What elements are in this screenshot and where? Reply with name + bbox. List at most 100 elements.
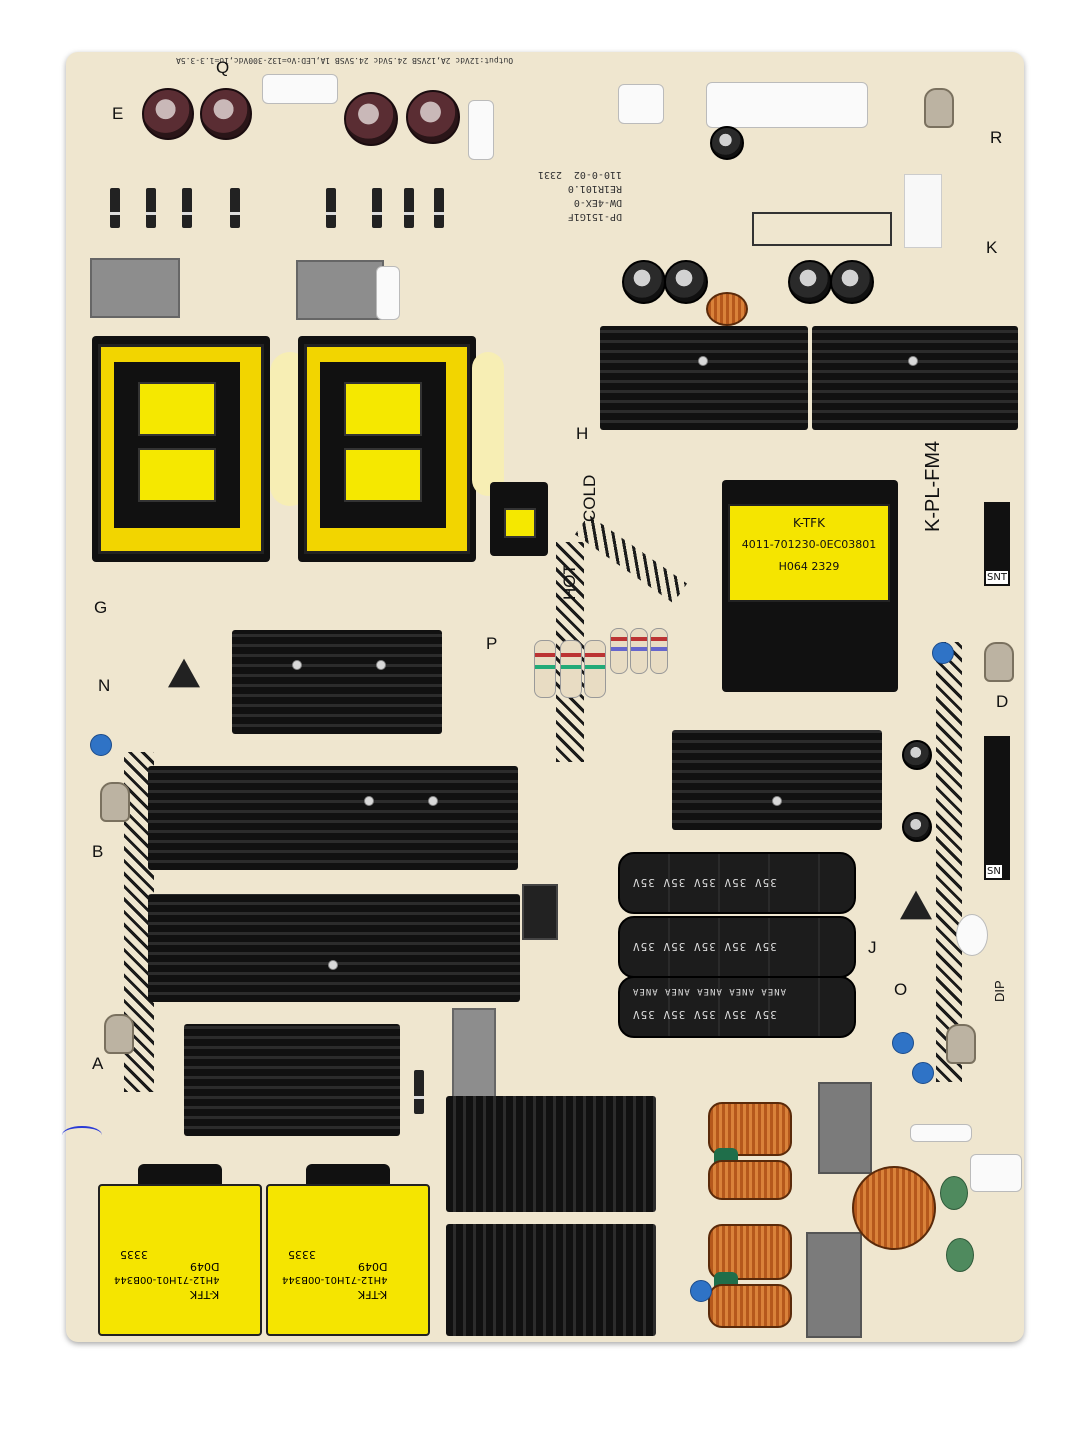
diode [146, 188, 156, 228]
insulator-foam [472, 352, 504, 496]
heatsink [446, 1224, 656, 1336]
bulk-capacitor: 35V 35V 35V 35V 35V [618, 852, 856, 914]
common-mode-choke [708, 1160, 792, 1200]
blue-capacitor [932, 642, 954, 664]
resistor [534, 640, 556, 698]
high-voltage-warning-icon [168, 658, 200, 688]
film-capacitor [90, 258, 180, 318]
resistor-band [611, 647, 627, 651]
white-standoff [468, 100, 494, 160]
transformer-winding [344, 382, 422, 436]
resistor-band [535, 665, 555, 669]
screw [292, 660, 302, 670]
main-transformer: K-TFK 4011-701230-0EC03801 H064 2329 [722, 480, 898, 692]
corner-letter-j: J [868, 938, 877, 957]
date-code-line: DP-151G1F [567, 211, 622, 222]
white-standoff [956, 914, 988, 956]
blue-capacitor [892, 1032, 914, 1054]
small-transformer-line1: 3335 [120, 1248, 148, 1261]
heatsink [148, 894, 520, 1002]
corner-letter-d: D [996, 692, 1009, 711]
fuse [910, 1124, 972, 1142]
transistor-pack [522, 884, 558, 940]
blue-capacitor [690, 1280, 712, 1302]
snt-sticker: SNT [984, 502, 1010, 586]
main-transformer-line3: H064 2329 [778, 560, 840, 573]
small-transformer-line3: 4H12-71H01-00B344 [282, 1274, 388, 1285]
bulk-capacitor-text: 35V 35V 35V 35V 35V [632, 876, 777, 889]
transformer-winding [504, 508, 536, 538]
connector-top-mid[interactable] [618, 84, 664, 124]
screw [698, 356, 708, 366]
corner-letter-h: H [576, 424, 589, 443]
resistor-band [651, 647, 667, 651]
heatsink [184, 1024, 400, 1136]
main-transformer-line2: 4011-701230-0EC03801 [741, 538, 877, 551]
corner-letter-o: O [894, 980, 908, 999]
resistor-band [631, 647, 647, 651]
y-capacitor [940, 1176, 968, 1210]
resistor [650, 628, 668, 674]
resistor-band [561, 653, 581, 657]
transformer [92, 336, 270, 562]
small-transformer-line3: 4H12-71H01-00B344 [114, 1274, 220, 1285]
transformer-winding [138, 382, 216, 436]
capacitor [622, 260, 666, 304]
date-code-line: RE1R101.0 [567, 183, 622, 194]
heatsink [600, 326, 808, 430]
date-code-line: DW-4EX-0 [573, 197, 622, 208]
isolation-hatch [936, 642, 962, 1082]
small-transformer-line4: K-TFK [358, 1288, 388, 1301]
capacitor [710, 126, 744, 160]
barcode-sticker [904, 174, 942, 248]
small-transformer [490, 482, 548, 556]
small-transformer: 3335 D049 4H12-71H01-00B344 K-TFK [98, 1164, 262, 1340]
resistor-band [585, 653, 605, 657]
resistor [610, 628, 628, 674]
small-transformer-label: 3335 D049 4H12-71H01-00B344 K-TFK [98, 1184, 262, 1336]
transformer [298, 336, 476, 562]
mounting-tab [924, 88, 954, 128]
isolation-hatch [574, 514, 688, 604]
capacitor [902, 740, 932, 770]
diode [434, 188, 444, 228]
capacitor [830, 260, 874, 304]
heatsink [232, 630, 442, 734]
small-transformer-label: 3335 D049 4H12-71H01-00B344 K-TFK [266, 1184, 430, 1336]
screw [364, 796, 374, 806]
corner-letter-q: Q [216, 58, 230, 77]
heatsink [812, 326, 1018, 430]
screw [328, 960, 338, 970]
toroid-inductor [852, 1166, 936, 1250]
x-capacitor [806, 1232, 862, 1338]
capacitor [406, 90, 460, 144]
ac-input-connector[interactable] [970, 1154, 1022, 1192]
hot-label: HOT [560, 564, 579, 600]
capacitor [902, 812, 932, 842]
cold-label: COLD [580, 474, 599, 522]
mounting-tab [946, 1024, 976, 1064]
corner-letter-p: P [486, 634, 498, 653]
heatsink [446, 1096, 656, 1212]
diode [414, 1070, 424, 1114]
resistor-band [535, 653, 555, 657]
screw [428, 796, 438, 806]
diode [110, 188, 120, 228]
connector-top-left[interactable] [262, 74, 338, 104]
small-transformer-line2: D049 [358, 1260, 388, 1273]
small-transformer-line2: D049 [190, 1260, 220, 1273]
screw [772, 796, 782, 806]
resistor-band [561, 665, 581, 669]
mounting-tab [984, 642, 1014, 682]
resistor-band [585, 665, 605, 669]
x-capacitor [818, 1082, 872, 1174]
sn-sticker: SN [984, 736, 1010, 880]
small-transformer-line4: K-TFK [190, 1288, 220, 1301]
diode [182, 188, 192, 228]
blue-capacitor [90, 734, 112, 756]
connector-top-right[interactable] [706, 82, 868, 128]
inductor [706, 292, 748, 326]
blue-capacitor [912, 1062, 934, 1084]
heatsink [148, 766, 518, 870]
white-standoff [376, 266, 400, 320]
